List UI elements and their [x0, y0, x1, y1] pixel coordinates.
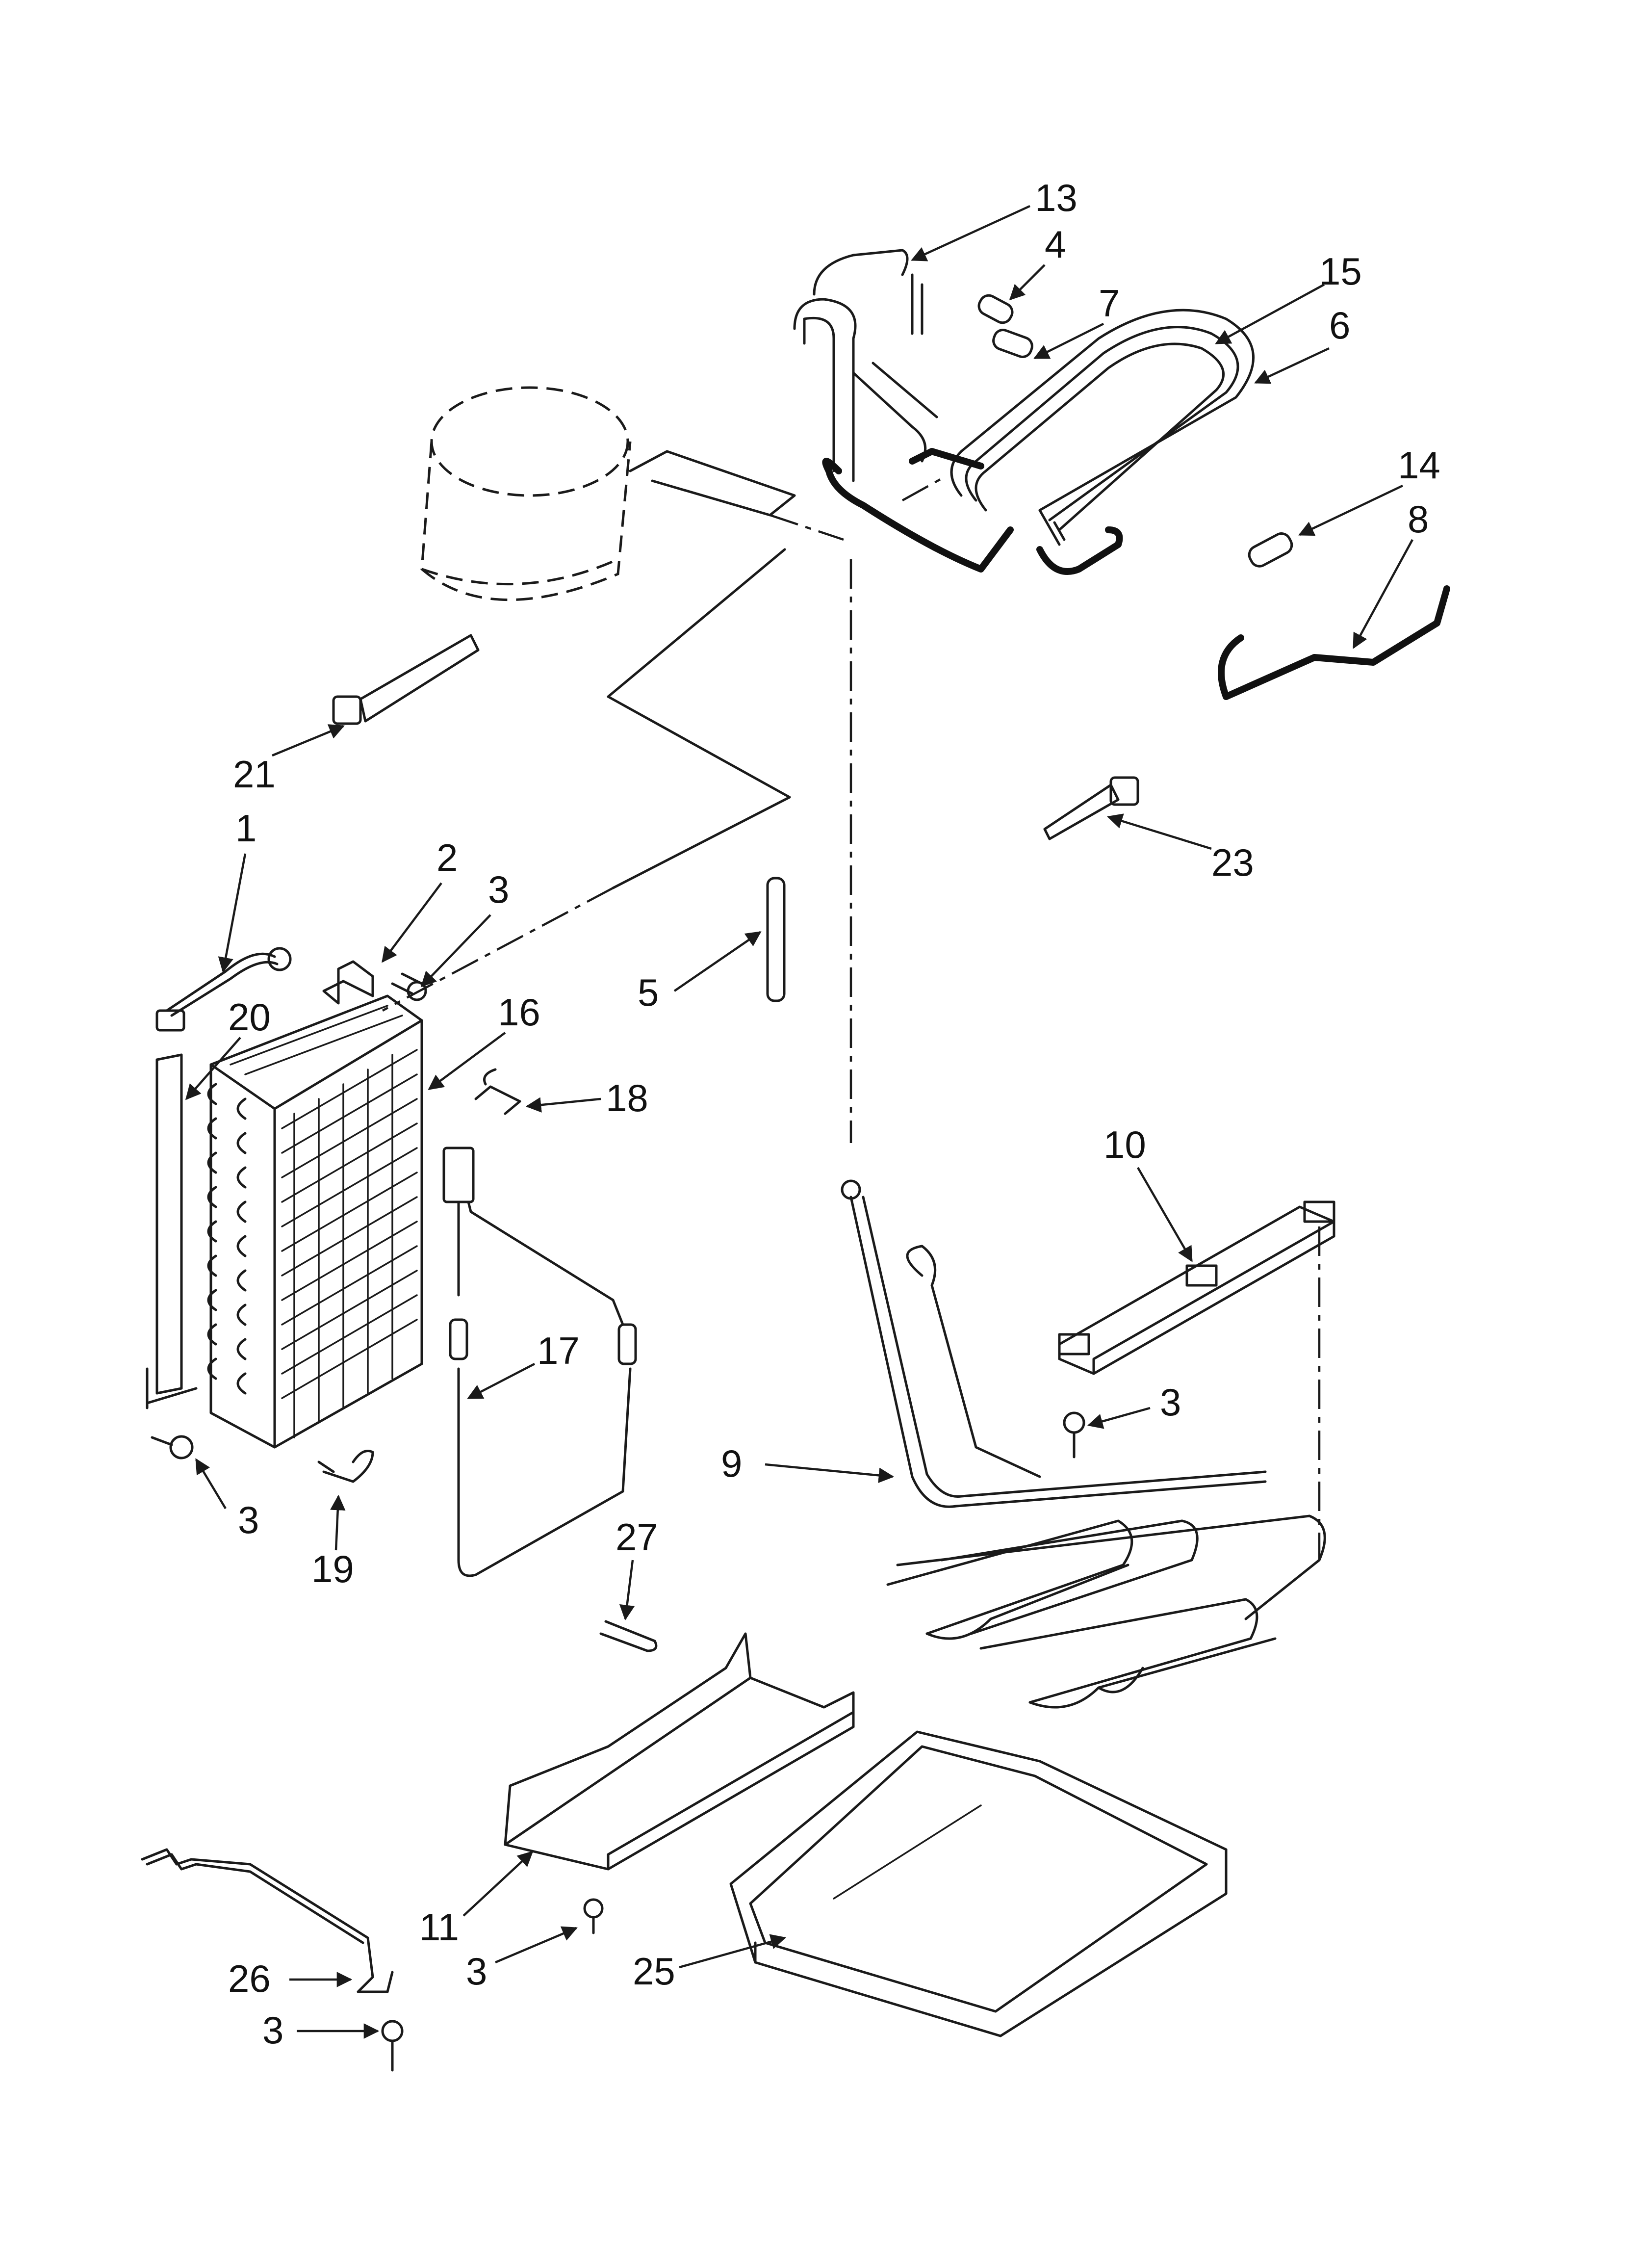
part-11-drain-bracket [504, 1632, 855, 1871]
callout-3-e: 3 [262, 2008, 283, 2052]
callout-7: 7 [1099, 282, 1120, 325]
part-4-ferrule [977, 294, 1014, 324]
part-3-screw-b [151, 1435, 194, 1460]
part-10-bracket [1058, 1200, 1335, 1375]
callout-6: 6 [1329, 304, 1350, 347]
part-20-side-plate [146, 1053, 198, 1409]
callout-2: 2 [436, 836, 458, 879]
callout-3-b: 3 [238, 1498, 259, 1541]
compressor-outline [420, 386, 632, 601]
part-7-ferrule [992, 329, 1033, 358]
part-3-screw-c [1063, 1411, 1085, 1459]
part-8-wire [1218, 585, 1450, 700]
part-15-coil-loop [950, 309, 1255, 546]
callout-15: 15 [1319, 250, 1362, 293]
callout-26: 26 [228, 1957, 271, 2000]
evaporator-return-bends [207, 1083, 247, 1395]
callout-19: 19 [311, 1547, 354, 1590]
part-16-evaporator [209, 994, 423, 1449]
callout-14: 14 [1398, 443, 1440, 487]
heater-wire-black [822, 448, 1123, 575]
callout-21: 21 [233, 753, 276, 796]
part-3-screw-e [381, 2020, 404, 2072]
callout-5: 5 [638, 971, 659, 1014]
tubing-routing-lines [382, 450, 948, 1143]
callout-10: 10 [1103, 1123, 1146, 1166]
callout-25: 25 [633, 1950, 675, 1993]
part-3-screw-a [391, 972, 427, 1001]
part-19-clip [317, 1450, 374, 1483]
callout-3-a: 3 [488, 868, 509, 911]
part-9-heater [841, 1179, 1326, 1709]
callout-20: 20 [228, 995, 271, 1039]
part-2-thermostat-bracket [322, 960, 374, 1005]
part-23-cable-tie [1043, 776, 1139, 840]
callout-18: 18 [606, 1076, 648, 1120]
callout-8: 8 [1408, 497, 1429, 541]
callout-4: 4 [1045, 223, 1066, 266]
callout-11: 11 [419, 1905, 459, 1949]
part-3-screw-d [583, 1898, 604, 1934]
evaporator-fins [281, 1049, 418, 1438]
callout-13: 13 [1035, 176, 1078, 219]
part-5-rod [766, 877, 786, 1002]
callout-23: 23 [1211, 841, 1254, 884]
callout-17: 17 [537, 1329, 580, 1372]
callout-27: 27 [616, 1515, 658, 1559]
callout-16: 16 [498, 991, 540, 1034]
part-14-ferrule [1248, 532, 1293, 568]
part-21-cable-tie [332, 634, 480, 725]
part-18-clip [474, 1068, 521, 1115]
leader-arrows [185, 205, 1413, 2039]
part-26-bracket-wire [141, 1848, 394, 1993]
part-27-splice [599, 1620, 658, 1652]
callout-9: 9 [721, 1442, 742, 1485]
part-25-drain-pan [729, 1730, 1228, 2037]
callout-3-d: 3 [466, 1950, 487, 1993]
callout-1: 1 [235, 807, 257, 850]
callout-3-c: 3 [1160, 1381, 1181, 1424]
part-13-tube-assembly [793, 249, 938, 482]
part-17-heater-loop [442, 1147, 637, 1577]
